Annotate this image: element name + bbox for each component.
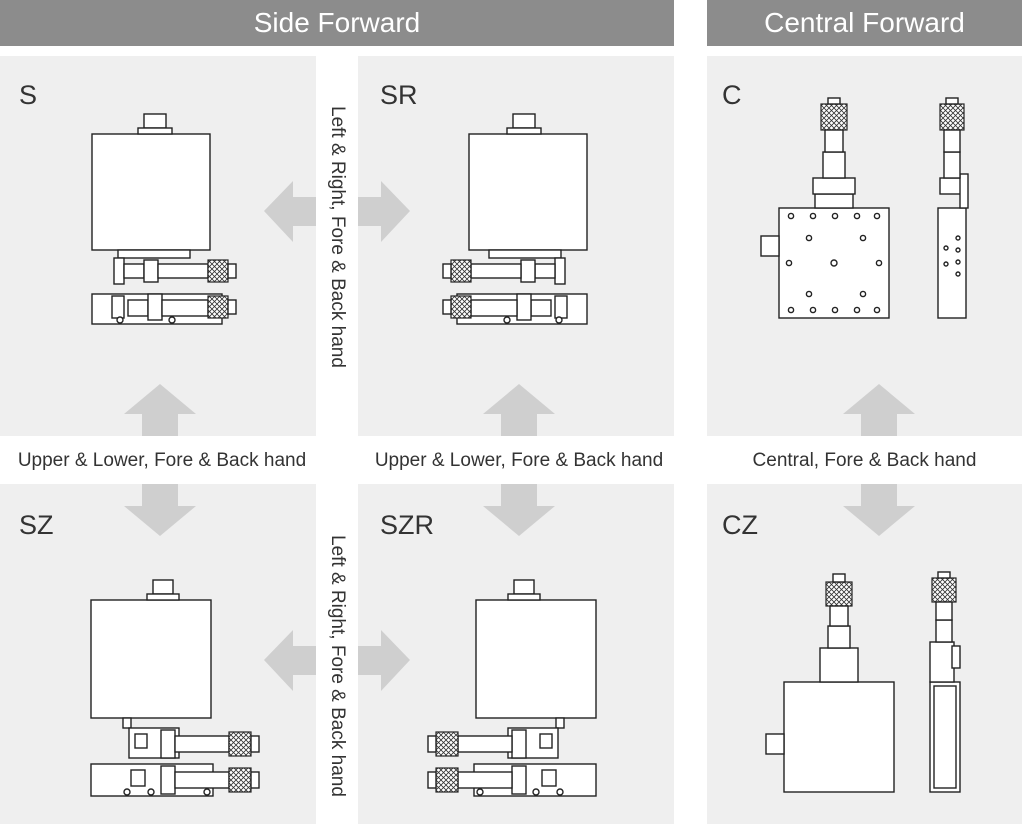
arrow-right-bottom: [358, 630, 410, 691]
stage-c-top: [760, 97, 890, 319]
caption-upper-lower-mid: Upper & Lower, Fore & Back hand: [374, 450, 664, 471]
header-central-forward: Central Forward: [707, 0, 1022, 46]
arrow-up-c: [843, 384, 915, 436]
caption-left-right-top: Left & Right, Fore & Back hand: [327, 106, 348, 368]
caption-central: Central, Fore & Back hand: [752, 450, 977, 471]
stage-cz-front: [765, 573, 895, 793]
caption-upper-lower-left: Upper & Lower, Fore & Back hand: [17, 450, 307, 471]
stage-cz-side: [929, 571, 961, 793]
panel-label-s: S: [19, 80, 38, 110]
arrow-up-s: [124, 384, 196, 436]
stage-s: [91, 113, 237, 325]
arrow-down-cz: [843, 484, 915, 536]
panel-label-szr: SZR: [380, 510, 434, 540]
arrow-left-bottom: [264, 630, 316, 691]
caption-left-right-bottom: Left & Right, Fore & Back hand: [327, 535, 348, 797]
arrow-down-sz: [124, 484, 196, 536]
panel-label-sz: SZ: [19, 510, 54, 540]
arrow-down-szr: [483, 484, 555, 536]
panel-label-cz: CZ: [722, 510, 758, 540]
panel-label-c: C: [722, 80, 742, 110]
arrow-right-top: [358, 181, 410, 242]
stage-szr: [427, 579, 597, 797]
arrow-left-top: [264, 181, 316, 242]
stage-c-side: [937, 97, 969, 319]
header-side-forward: Side Forward: [0, 0, 674, 46]
arrow-up-sr: [483, 384, 555, 436]
stage-sz: [90, 579, 260, 797]
panel-label-sr: SR: [380, 80, 418, 110]
stage-sr: [442, 113, 588, 325]
